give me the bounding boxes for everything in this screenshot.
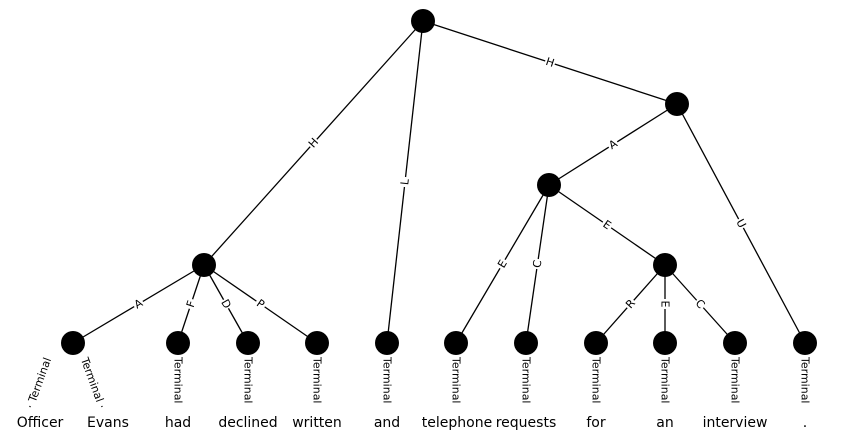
edge-label-text: L (398, 177, 412, 185)
terminal-label: Terminal (659, 356, 672, 404)
edge-label-text: E (659, 301, 672, 308)
edge-label: U (732, 215, 750, 232)
token-word: and (374, 415, 400, 431)
node-t_for (584, 331, 608, 355)
edges-layer (72, 20, 806, 344)
terminal-label: Terminal (381, 356, 394, 404)
terminal-label: Terminal · (78, 355, 109, 411)
node-t_interview (723, 331, 747, 355)
node-t_declined (236, 331, 260, 355)
edge-label: F (182, 297, 200, 311)
node-scene2 (665, 92, 689, 116)
terminal-labels-layer: · Terminal Terminal · Terminal Terminal Term… (24, 355, 812, 411)
edge-label: L (397, 176, 413, 188)
node-t_officer_evans (61, 331, 85, 355)
terminal-label: Terminal (590, 356, 603, 404)
node-t_period (793, 331, 817, 355)
edge-label-text: F (184, 299, 198, 309)
token-word: Officer (17, 415, 64, 431)
node-scene1 (192, 253, 216, 277)
token-word: telephone (422, 415, 492, 431)
token-word: interview (703, 415, 768, 431)
terminal-label: Terminal (520, 356, 533, 404)
node-root (411, 9, 435, 33)
token-word: had (165, 415, 191, 431)
terminal-label: · Terminal (24, 356, 55, 411)
words-layer: Officer Evans had declined written and telepho… (17, 415, 808, 431)
node-t_telephone (444, 331, 468, 355)
token-word: . (803, 415, 807, 431)
edge-label: A (605, 135, 621, 154)
token-word: declined (218, 415, 277, 431)
token-word: Evans (87, 415, 129, 431)
edge-label: E (658, 299, 672, 309)
node-t_had (166, 331, 190, 355)
edge-label: H (543, 54, 557, 71)
edge-label: C (529, 258, 546, 270)
edge-label: D (217, 296, 235, 312)
terminal-label: Terminal (729, 356, 742, 404)
nodes-layer (61, 9, 817, 355)
edge-label-text: C (531, 259, 545, 269)
terminal-label: Terminal (172, 356, 185, 404)
terminal-label: Terminal (242, 356, 255, 404)
edge-label: A (130, 295, 147, 313)
node-participant (537, 173, 561, 197)
token-word: for (586, 415, 605, 431)
edge-label: P (252, 295, 269, 313)
terminal-label: Terminal (450, 356, 463, 404)
edge-label: E (598, 216, 616, 234)
edge-label-text: H (544, 55, 556, 70)
node-process (653, 253, 677, 277)
token-word: an (656, 415, 673, 431)
edge-label-text: D (218, 297, 233, 311)
terminal-label: Terminal (799, 356, 812, 404)
node-t_requests (514, 331, 538, 355)
node-t_an (653, 331, 677, 355)
edge-label: E (493, 256, 512, 272)
node-t_and (375, 331, 399, 355)
node-t_written (305, 331, 329, 355)
terminal-label: Terminal (311, 356, 324, 404)
token-word: requests (496, 415, 557, 431)
token-word: written (292, 415, 342, 431)
